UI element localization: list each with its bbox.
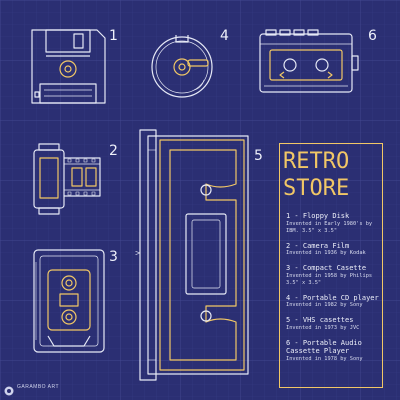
legend-panel (279, 143, 383, 388)
label-number-1: 1 (109, 28, 118, 44)
legend-item-desc: Invented in 1936 by Kodak (286, 250, 366, 256)
label-number-5: 5 (254, 148, 263, 164)
legend-item-name: 5 - VHS casettes (286, 316, 354, 324)
legend-item: 3 - Compact Casette Invented in 1958 by … (286, 264, 380, 287)
cd-player-icon (151, 35, 213, 98)
brand-logo-icon (4, 386, 14, 396)
compact-cassette-icon (33, 249, 105, 353)
brand-signature: GARAMBO ART (4, 384, 59, 390)
legend-item-name: 1 - Floppy Disk (286, 212, 350, 220)
legend-item: 6 - Portable Audio Cassette Player Inven… (286, 339, 380, 363)
legend-item-name: 2 - Camera Film (286, 241, 350, 250)
label-number-2: 2 (109, 143, 118, 159)
legend-item: 5 - VHS casettes Invented in 1973 by JVC (286, 316, 380, 332)
legend-item-name: 3 - Compact Casette (286, 264, 367, 272)
legend-list: 1 - Floppy Disk Invented in Early 1980's… (286, 212, 380, 370)
camera-film-icon (33, 143, 101, 215)
legend-item: 4 - Portable CD player Invented in 1982 … (286, 294, 380, 310)
svg-text:V: V (135, 250, 142, 255)
legend-item: 1 - Floppy Disk Invented in Early 1980's… (286, 212, 380, 235)
legend-item: 2 - Camera Film Invented in 1936 by Koda… (286, 242, 380, 258)
brand-name: GARAMBO ART (17, 384, 60, 390)
label-number-6: 6 (368, 28, 377, 44)
vhs-cassette-icon: V (135, 129, 249, 381)
legend-item-desc: Invented in 1958 by Philips 3.5" x 3.5" (286, 272, 373, 286)
label-number-3: 3 (109, 249, 118, 265)
label-number-4: 4 (220, 28, 229, 44)
floppy-disk-icon (31, 29, 106, 104)
legend-item-name: 4 - Portable CD player (286, 293, 379, 302)
legend-item-desc: Invented in 1973 by JVC (286, 324, 360, 331)
store-title: RETRO STORE (283, 149, 350, 201)
cassette-player-icon (259, 29, 359, 93)
legend-item-name: 6 - Portable Audio Cassette Player (286, 338, 362, 356)
legend-item-desc: Invented in Early 1980's by IBM. 3.5" x … (286, 220, 373, 234)
legend-item-desc: Invented in 1982 by Sony (286, 302, 363, 308)
legend-item-desc: Invented in 1978 by Sony (286, 355, 363, 362)
